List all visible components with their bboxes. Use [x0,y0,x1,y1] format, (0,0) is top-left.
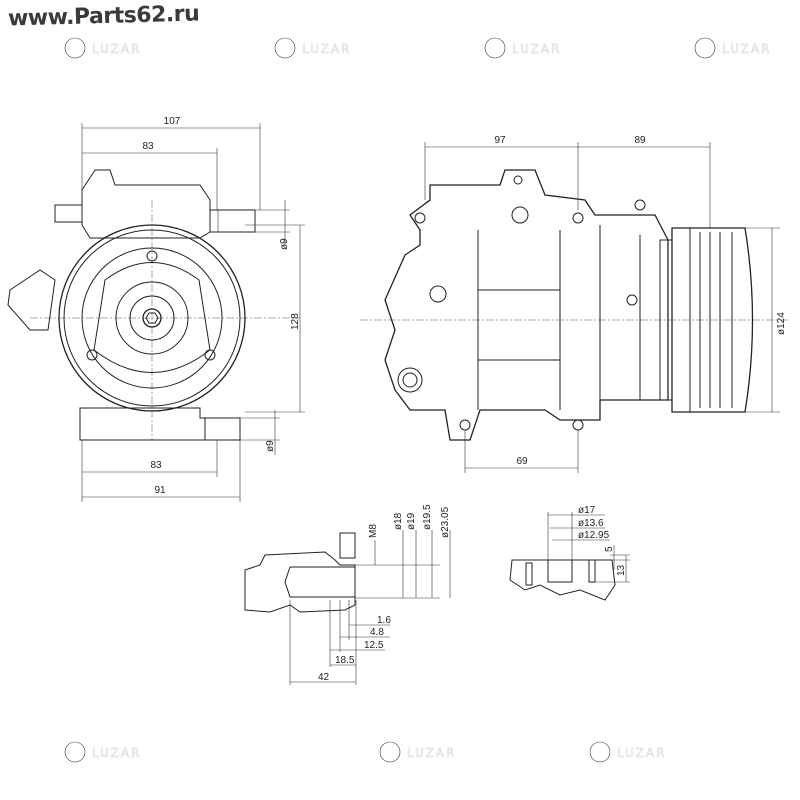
detail-port-section: M8 ø18 ø19 ø19.5 ø23.05 1.6 4.8 12.5 18.… [244,504,451,685]
dim-69: 69 [516,456,528,467]
svg-text:LUZAR: LUZAR [92,42,141,56]
dim-m8: M8 [368,524,379,538]
watermarks: LUZAR LUZAR LUZAR LUZAR LUZAR LUZAR LUZA… [64,37,771,763]
dim-d18: ø18 [393,512,404,530]
front-view: 107 83 ø9 128 ø9 83 91 [7,116,305,502]
dim-d19-5: ø19.5 [422,504,433,530]
watermark-logo: LUZAR [379,741,456,763]
dim-91: 91 [154,485,166,496]
watermark-logo: LUZAR [484,37,561,59]
dim-89: 89 [634,135,646,146]
svg-text:LUZAR: LUZAR [617,746,666,760]
dim-5: 5 [604,546,615,552]
dim-d12-95: ø12.95 [578,530,610,541]
dim-pulley-diameter: ø124 [776,312,787,335]
dim-d23-05: ø23.05 [440,506,451,538]
watermark-logo: LUZAR [64,37,141,59]
svg-text:LUZAR: LUZAR [302,42,351,56]
svg-text:LUZAR: LUZAR [722,42,771,56]
dim-d17: ø17 [578,505,596,516]
detail-seat-section: ø17 ø13.6 ø12.95 5 13 [509,505,630,601]
svg-text:LUZAR: LUZAR [407,746,456,760]
svg-text:LUZAR: LUZAR [92,746,141,760]
dim-18-5: 18.5 [335,655,355,666]
dim-83-top: 83 [142,141,154,152]
watermark-logo: LUZAR [274,37,351,59]
dim-128: 128 [290,313,301,330]
dim-d19: ø19 [406,512,417,530]
svg-text:LUZAR: LUZAR [512,42,561,56]
watermark-logo: LUZAR [694,37,771,59]
dim-107: 107 [164,116,181,127]
dim-port-upper: ø9 [279,238,290,250]
dim-4-8: 4.8 [370,627,384,638]
side-view: 97 89 ø124 69 [360,135,790,473]
dim-d13-6: ø13.6 [578,518,604,529]
watermark-logo: LUZAR [589,741,666,763]
dim-12-5: 12.5 [364,640,384,651]
dim-42: 42 [318,672,330,683]
dim-port-lower: ø9 [265,440,276,452]
dim-83-bottom: 83 [150,460,162,471]
dim-13: 13 [616,564,627,576]
dim-1-6: 1.6 [377,615,391,626]
watermark-logo: LUZAR [64,741,141,763]
dim-97: 97 [494,135,506,146]
